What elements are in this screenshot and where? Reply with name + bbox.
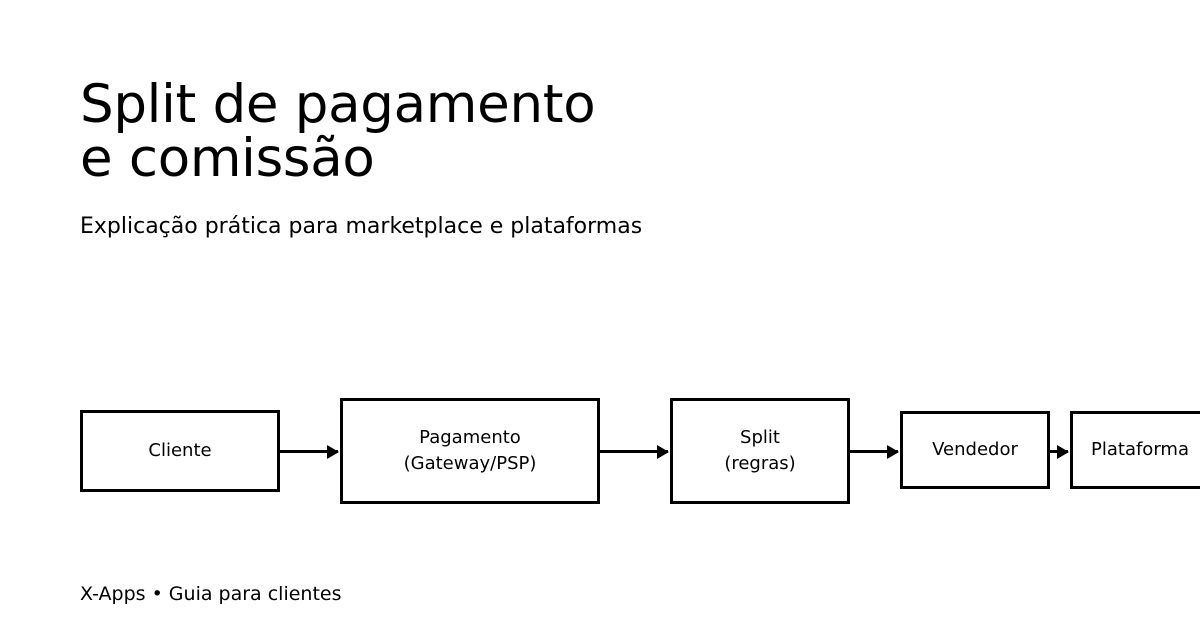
- slide-header: Split de pagamento e comissão Explicação…: [80, 78, 1120, 241]
- page-title: Split de pagamento e comissão: [80, 74, 596, 189]
- flow-arrow-split-to-vendedor: [850, 450, 898, 453]
- flow-node-pagamento: Pagamento (Gateway/PSP): [340, 398, 600, 504]
- flow-node-split: Split (regras): [670, 398, 850, 504]
- flow-node-label: Vendedor: [932, 439, 1018, 460]
- flow-node-vendedor: Vendedor: [900, 411, 1050, 489]
- flow-arrow-cliente-to-pagamento: [280, 450, 338, 453]
- payment-flow-diagram: Cliente Pagamento (Gateway/PSP) Split (r…: [0, 388, 1200, 514]
- flow-node-plataforma: Plataforma: [1070, 411, 1200, 489]
- flow-arrow-pagamento-to-split: [600, 450, 668, 453]
- flow-node-cliente: Cliente: [80, 410, 280, 492]
- flow-node-label: Split (regras): [724, 427, 796, 474]
- flow-node-label: Pagamento (Gateway/PSP): [403, 427, 537, 474]
- page-subtitle: Explicação prática para marketplace e pl…: [80, 214, 643, 239]
- flow-node-label: Plataforma: [1091, 439, 1189, 460]
- flow-arrow-vendedor-to-plataforma: [1050, 450, 1068, 453]
- slide-footer: X-Apps • Guia para clientes: [80, 583, 342, 605]
- flow-node-label: Cliente: [148, 440, 212, 461]
